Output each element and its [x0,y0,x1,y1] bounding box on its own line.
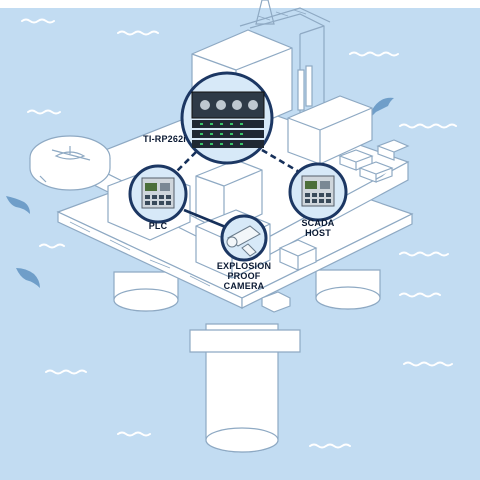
rack-switch-icon [191,91,265,148]
lower-deck-side-right [241,213,413,309]
wave [117,431,151,437]
helicopter-icon [51,146,91,161]
label-scada-host: SCADA HOST [301,218,335,238]
wave [309,443,351,449]
wave [399,123,457,129]
wave [403,361,453,367]
industrial-switch-icon [141,177,175,209]
link-plc-camera [183,208,229,230]
container [376,139,410,161]
wave-marks [21,18,457,449]
box [261,291,291,313]
box [278,239,318,271]
wave [39,243,65,249]
platform-legs [113,269,381,453]
wave [27,109,61,115]
industrial-switch-icon [301,175,335,207]
label-ti-rp262i: TI-RP262i [143,134,186,144]
dolphin-icon [6,97,394,288]
node-scada-host [288,162,348,222]
wave [399,251,449,257]
wave [117,30,159,36]
wave [399,292,441,298]
building-right [287,95,373,165]
label-plc: PLC [148,221,168,231]
node-plc [128,164,188,224]
derrick [255,0,275,25]
wave [45,369,87,375]
node-explosion-proof-camera [220,214,268,262]
pontoon-bottom [189,329,301,353]
label-explosion-proof-camera: EXPLOSION PROOF CAMERA [216,261,272,291]
truss [69,221,211,287]
node-ti-rp262i [180,71,274,165]
wave [21,18,55,24]
container [358,161,394,183]
wave [349,51,399,57]
cctv-camera-icon [226,225,261,257]
